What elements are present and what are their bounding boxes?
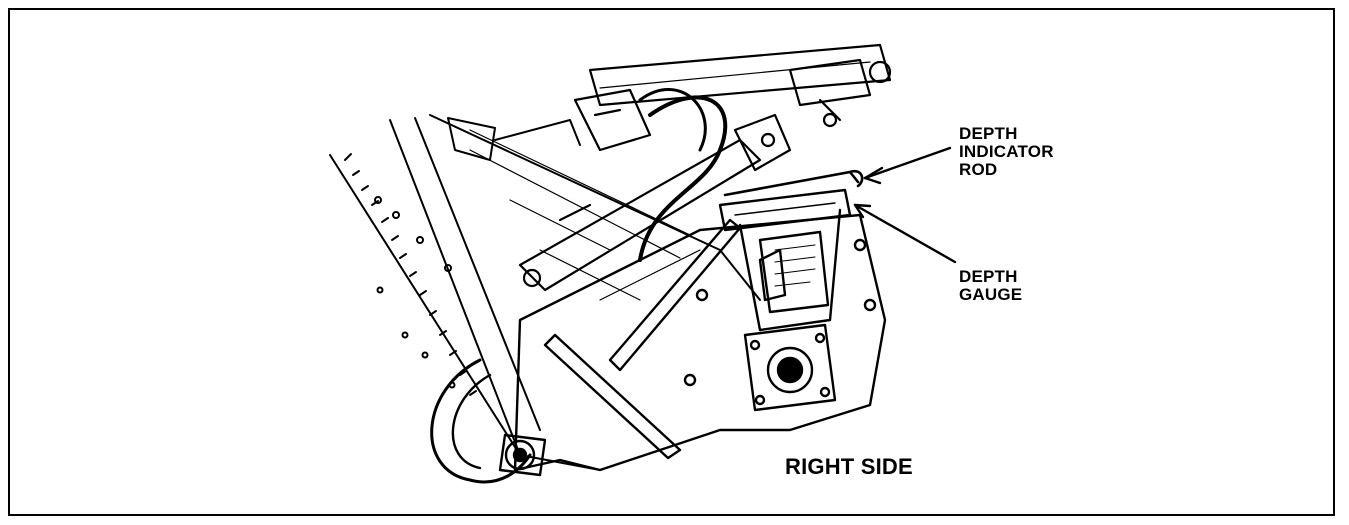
callout-line: ROD [959,159,998,179]
depth-indicator-rod [723,169,864,197]
callout-depth-indicator-rod: DEPTH INDICATOR ROD [959,125,1054,179]
callout-line: GAUGE [959,284,1023,304]
hydraulic-unit [573,88,728,262]
figure-frame [8,8,1335,516]
figure-caption: RIGHT SIDE [785,454,913,479]
roller-wheel [430,358,547,484]
lift-cylinder [518,113,792,292]
callout-depth-gauge: DEPTH GAUGE [959,268,1022,304]
diagonal-strut [543,218,742,460]
callout-line: DEPTH [959,124,1018,143]
top-link-arm [588,43,892,128]
callout-line: INDICATOR [959,141,1054,161]
depth-gauge-bracket [718,188,852,332]
callout-line: DEPTH [959,267,1018,286]
flail-bolts [329,153,521,456]
callout-arrows [853,146,957,264]
bearing-hub [743,323,837,412]
